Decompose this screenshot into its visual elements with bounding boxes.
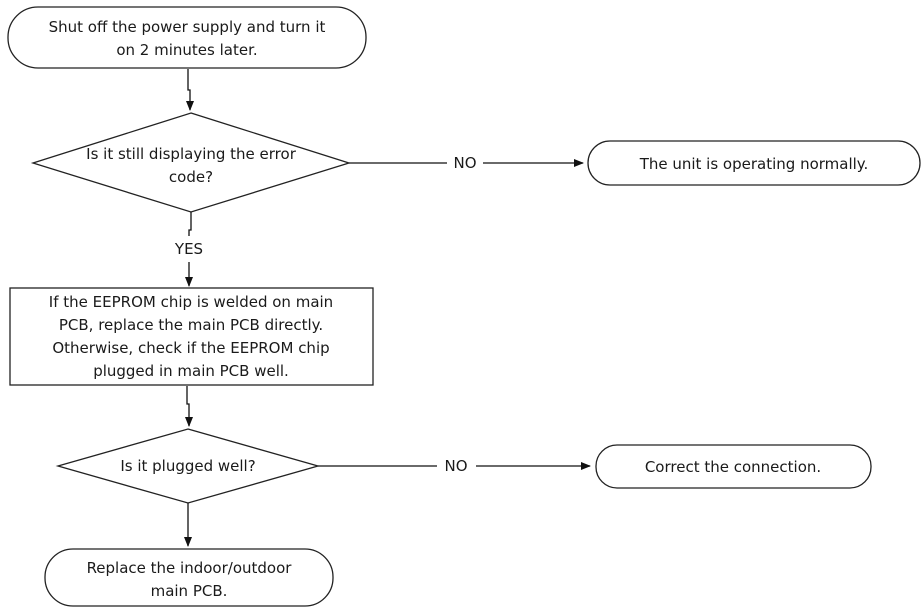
process-check-eeprom-line-2: PCB, replace the main PCB directly.	[59, 316, 323, 334]
label-no-2: NO	[444, 457, 467, 475]
start-node: Shut off the power supply and turn it on…	[7, 6, 367, 69]
process-check-eeprom: If the EEPROM chip is welded on main PCB…	[9, 287, 374, 386]
process-check-eeprom-line-1: If the EEPROM chip is welded on main	[49, 293, 333, 311]
correct-node: Correct the connection.	[595, 444, 872, 489]
replace-node: Replace the indoor/outdoor main PCB.	[44, 548, 334, 607]
decision-plugged-well-text: Is it plugged well?	[120, 457, 255, 475]
label-no-1: NO	[453, 154, 476, 172]
start-node-line-1: Shut off the power supply and turn it	[49, 18, 326, 36]
replace-node-line-2: main PCB.	[151, 582, 228, 600]
normal-node-text: The unit is operating normally.	[639, 155, 869, 173]
decision-error-code-line-1: Is it still displaying the error	[86, 145, 297, 163]
decision-error-code-line-2: code?	[169, 168, 213, 186]
process-check-eeprom-line-4: plugged in main PCB well.	[93, 362, 289, 380]
connector-check-to-plugged	[185, 386, 193, 427]
label-yes-1: YES	[174, 240, 203, 258]
connector-error-no: NO	[349, 154, 584, 172]
start-node-line-2: on 2 minutes later.	[116, 41, 257, 59]
process-check-eeprom-line-3: Otherwise, check if the EEPROM chip	[52, 339, 329, 357]
correct-node-text: Correct the connection.	[645, 458, 821, 476]
normal-node: The unit is operating normally.	[587, 140, 921, 186]
connector-plugged-no: NO	[318, 457, 591, 475]
connector-start-to-error-check	[186, 69, 194, 111]
connector-error-yes: YES	[174, 212, 203, 287]
replace-node-line-1: Replace the indoor/outdoor	[87, 559, 293, 577]
decision-error-code: Is it still displaying the error code?	[30, 112, 352, 213]
decision-plugged-well: Is it plugged well?	[55, 428, 321, 504]
